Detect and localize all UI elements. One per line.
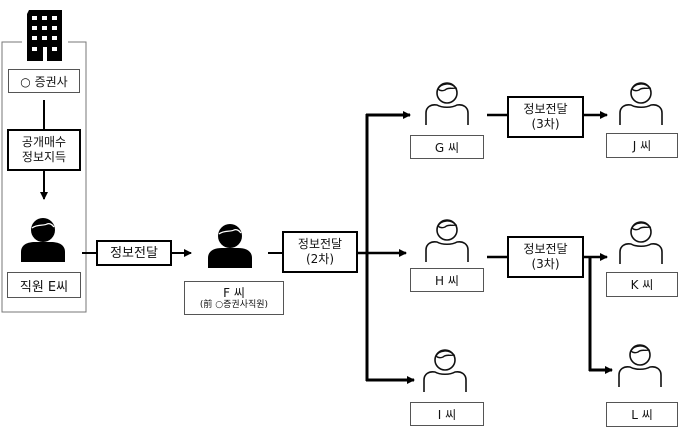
office-building-icon xyxy=(27,10,62,61)
person-filled-icon xyxy=(20,217,66,263)
person-g-label: G 씨 xyxy=(410,135,484,159)
transfer-3b-line1: 정보전달 xyxy=(523,242,568,256)
acquire-info-box: 공개매수 정보지득 xyxy=(7,129,81,171)
transfer-box-2: 정보전달 (2차) xyxy=(282,231,358,273)
person-outline-icon xyxy=(423,349,467,393)
person-f-note: (前 ○증권사직원) xyxy=(199,299,269,310)
transfer-2-line2: (2차) xyxy=(305,252,335,266)
person-filled-icon xyxy=(207,223,253,269)
transfer-2-line1: 정보전달 xyxy=(297,237,343,251)
person-f-name: F 씨 xyxy=(223,285,245,300)
person-j-label-text: J 씨 xyxy=(632,139,652,153)
employee-e-label-text: 직원 E씨 xyxy=(19,279,69,295)
transfer-3a-line2: (3차) xyxy=(531,117,560,131)
transfer-box-3a: 정보전달 (3차) xyxy=(507,96,584,138)
person-l-label: L 씨 xyxy=(606,402,678,427)
transfer-box-1: 정보전달 xyxy=(96,240,172,266)
person-i-label-text: I 씨 xyxy=(437,407,457,422)
person-outline-icon xyxy=(425,82,469,126)
company-label-text: ○ 증권사 xyxy=(20,74,68,89)
person-outline-icon xyxy=(618,344,662,388)
person-k-label: K 씨 xyxy=(606,272,678,297)
transfer-3a-line1: 정보전달 xyxy=(523,102,568,116)
company-frame xyxy=(1,41,87,313)
person-i-label: I 씨 xyxy=(410,402,484,426)
person-l-label-text: L 씨 xyxy=(631,408,653,422)
person-h-label-text: H 씨 xyxy=(435,273,459,288)
employee-e-label: 직원 E씨 xyxy=(7,272,81,298)
person-outline-icon xyxy=(425,219,469,263)
person-k-label-text: K 씨 xyxy=(630,278,654,292)
person-h-label: H 씨 xyxy=(410,268,484,292)
company-label: ○ 증권사 xyxy=(8,69,80,93)
person-j-label: J 씨 xyxy=(606,133,678,158)
person-outline-icon xyxy=(619,82,663,126)
transfer-box-3b: 정보전달 (3차) xyxy=(507,236,584,278)
person-g-label-text: G 씨 xyxy=(434,140,460,155)
person-f-label: F 씨 (前 ○증권사직원) xyxy=(184,281,284,315)
transfer-3b-line2: (3차) xyxy=(531,257,560,271)
acquire-line2: 정보지득 xyxy=(21,150,67,164)
person-outline-icon xyxy=(619,221,663,265)
acquire-line1: 공개매수 xyxy=(21,135,67,149)
transfer-1-label: 정보전달 xyxy=(110,245,158,261)
